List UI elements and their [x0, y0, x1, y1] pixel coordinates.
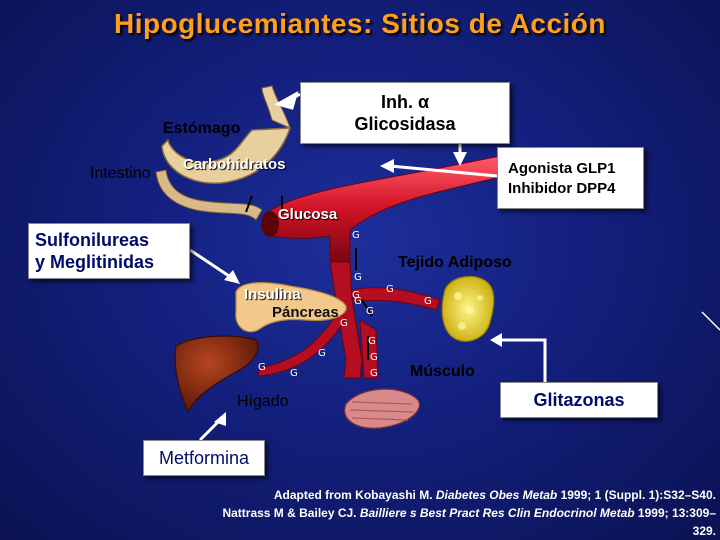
- label-estomago: Estómago: [163, 120, 241, 137]
- stomach-shape: [161, 127, 292, 184]
- glucose-marker: G: [352, 290, 360, 301]
- glucose-marker: G: [318, 348, 326, 359]
- muscle-shape: [344, 388, 421, 429]
- glucose-marker: G: [340, 318, 348, 329]
- inh-line2: Glicosidasa: [354, 114, 456, 134]
- glucose-marker: G: [290, 368, 298, 379]
- sulf-line2: y Meglitinidas: [35, 252, 155, 272]
- agonista-line2: Inhibidor DPP4: [508, 180, 616, 197]
- glitazonas-box: Glitazonas: [500, 382, 658, 418]
- label-intestino: Intestino: [90, 165, 151, 182]
- metformina-box: Metformina: [143, 440, 265, 476]
- sulf-line1: Sulfonilureas: [35, 230, 150, 250]
- reference-line-1: Adapted from Kobayashi M. Diabetes Obes …: [273, 488, 716, 502]
- glucose-marker: G: [258, 362, 266, 373]
- glucose-marker: G: [424, 296, 432, 307]
- vessel-branch-fat: [351, 287, 441, 311]
- label-glucosa: Glucosa: [278, 206, 338, 223]
- sulfonilureas-box: Sulfonilureas y Meglitinidas: [28, 223, 190, 279]
- glucose-marker: G: [366, 306, 374, 317]
- label-tejido-adiposo: Tejido Adiposo: [398, 254, 512, 271]
- vessel-branch-liver: [257, 311, 347, 377]
- label-insulina: Insulina: [244, 286, 301, 303]
- inh-alfa-glicosidasa-box: Inh. α Glicosidasa: [300, 82, 510, 144]
- agonista-line1: Agonista GLP1: [508, 160, 616, 177]
- glucose-marker: G: [370, 368, 378, 379]
- pancreas-shape: [235, 282, 347, 333]
- reference-line-2: Nattrass M & Bailey CJ. Bailliere s Best…: [222, 506, 716, 538]
- blood-vessel: [267, 155, 505, 263]
- glucose-marker: G: [368, 336, 376, 347]
- slide-title: Hipoglucemiantes: Sitios de Acción: [113, 8, 607, 39]
- glucose-marker: G: [354, 296, 362, 307]
- glucose-marker: G: [354, 272, 362, 283]
- label-pancreas: Páncreas: [272, 304, 339, 321]
- esophagus-shape: [261, 85, 291, 129]
- vessel-opening: [261, 211, 279, 237]
- label-higado: Hígado: [237, 393, 289, 410]
- reference-citation: Adapted from Kobayashi M. Diabetes Obes …: [200, 486, 716, 540]
- label-musculo: Músculo: [410, 363, 475, 380]
- label-carbohidratos: Carbohidratos: [183, 156, 286, 173]
- agonista-glp1-box: Agonista GLP1 Inhibidor DPP4: [497, 147, 644, 209]
- liver-shape: [174, 335, 259, 414]
- inh-line1: Inh. α: [380, 92, 430, 112]
- glucose-marker: G: [386, 284, 394, 295]
- glucose-marker: G: [352, 230, 360, 241]
- intestine-shape: [155, 169, 263, 221]
- glucose-marker: G: [370, 352, 378, 363]
